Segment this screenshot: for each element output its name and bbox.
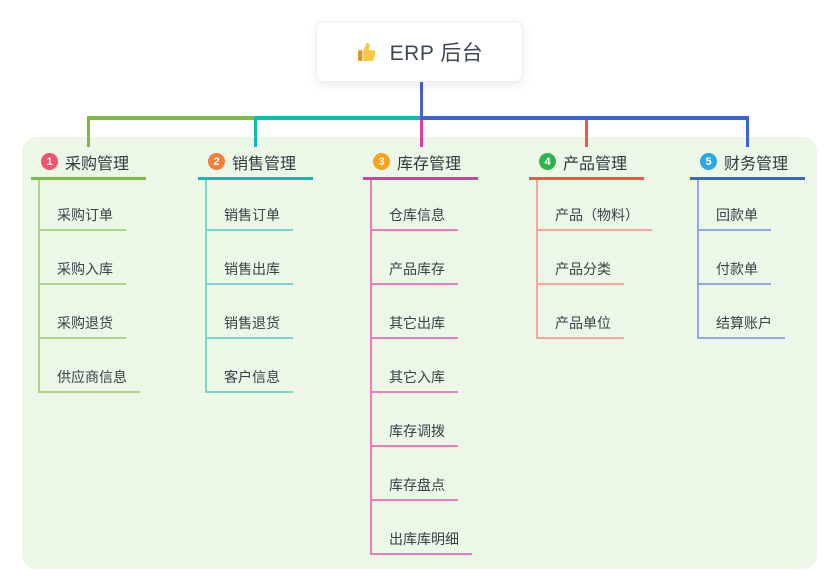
branch-item[interactable]: 采购退货 — [40, 285, 126, 339]
branch-item-list-3: 仓库信息产品库存其它出库其它入库库存调拨库存盘点出库库明细 — [370, 180, 472, 555]
branch-node-3[interactable]: 3 库存管理 — [363, 146, 478, 180]
branch-item-list-5: 回款单付款单结算账户 — [697, 180, 785, 339]
root-node-label: ERP 后台 — [389, 41, 484, 65]
branch-number-badge: 3 — [373, 153, 390, 170]
branch-number-badge: 1 — [41, 153, 58, 170]
branch-number-badge: 5 — [700, 153, 717, 170]
mindmap-background-panel — [22, 137, 817, 569]
branch-connector-drop — [745, 116, 750, 147]
mindmap-root-node[interactable]: ERP 后台 — [316, 21, 523, 82]
branch-item[interactable]: 采购入库 — [40, 231, 126, 285]
branch-number-badge: 4 — [539, 153, 556, 170]
branch-title-label: 销售管理 — [232, 155, 297, 173]
branch-item[interactable]: 结算账户 — [699, 285, 785, 339]
branch-item[interactable]: 库存盘点 — [372, 447, 458, 501]
thumbs-up-icon — [356, 40, 380, 64]
branch-connector-drop — [253, 116, 258, 147]
branch-item[interactable]: 供应商信息 — [40, 339, 140, 393]
branch-item[interactable]: 产品分类 — [538, 231, 624, 285]
branch-connector-drop — [584, 116, 589, 147]
branch-item[interactable]: 销售订单 — [207, 180, 293, 231]
branch-node-1[interactable]: 1 采购管理 — [31, 146, 146, 180]
branch-item[interactable]: 产品（物料） — [538, 180, 652, 231]
branch-item[interactable]: 产品单位 — [538, 285, 624, 339]
branch-item[interactable]: 其它出库 — [372, 285, 458, 339]
branch-item[interactable]: 销售退货 — [207, 285, 293, 339]
root-connector-stem — [419, 82, 423, 120]
branch-connector-horizontal — [253, 116, 423, 120]
branch-item[interactable]: 销售出库 — [207, 231, 293, 285]
branch-item-list-4: 产品（物料）产品分类产品单位 — [536, 180, 652, 339]
branch-connector-drop — [86, 116, 91, 147]
branch-item-list-2: 销售订单销售出库销售退货客户信息 — [205, 180, 293, 393]
branch-item-list-1: 采购订单采购入库采购退货供应商信息 — [38, 180, 140, 393]
branch-item[interactable]: 出库库明细 — [372, 501, 472, 555]
branch-item[interactable]: 仓库信息 — [372, 180, 458, 231]
branch-node-4[interactable]: 4 产品管理 — [529, 146, 644, 180]
branch-node-2[interactable]: 2 销售管理 — [198, 146, 313, 180]
branch-title-label: 财务管理 — [724, 155, 789, 173]
branch-connector-horizontal — [419, 116, 750, 120]
branch-item[interactable]: 回款单 — [699, 180, 771, 231]
branch-title-label: 库存管理 — [397, 155, 462, 173]
branch-number-badge: 2 — [208, 153, 225, 170]
branch-title-label: 产品管理 — [563, 155, 628, 173]
branch-connector-drop — [419, 119, 423, 147]
branch-item[interactable]: 采购订单 — [40, 180, 126, 231]
branch-item[interactable]: 其它入库 — [372, 339, 458, 393]
branch-item[interactable]: 付款单 — [699, 231, 771, 285]
branch-node-5[interactable]: 5 财务管理 — [690, 146, 805, 180]
branch-title-label: 采购管理 — [65, 155, 130, 173]
branch-item[interactable]: 客户信息 — [207, 339, 293, 393]
branch-item[interactable]: 产品库存 — [372, 231, 458, 285]
branch-item[interactable]: 库存调拨 — [372, 393, 458, 447]
